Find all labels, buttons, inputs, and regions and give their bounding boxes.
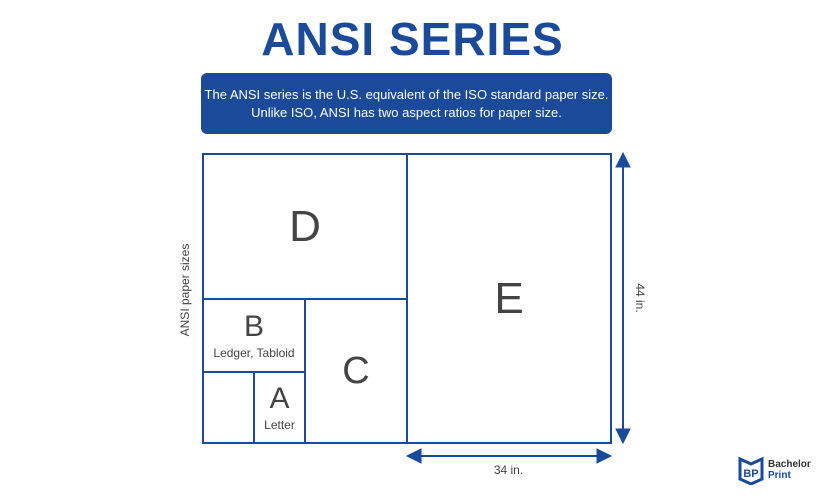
info-line-2: Unlike ISO, ANSI has two aspect ratios f… bbox=[251, 104, 562, 120]
page-title: ANSI SERIES bbox=[261, 13, 564, 65]
size-a: A Letter bbox=[253, 371, 306, 444]
info-banner: The ANSI series is the U.S. equivalent o… bbox=[201, 73, 612, 134]
width-arrow bbox=[405, 448, 613, 464]
size-d-label: D bbox=[289, 201, 321, 251]
size-b-sub: Ledger, Tabloid bbox=[213, 345, 295, 360]
size-b-label: B bbox=[243, 309, 264, 343]
height-arrow bbox=[615, 151, 631, 445]
svg-text:BP: BP bbox=[743, 468, 758, 480]
size-c-label: C bbox=[342, 350, 370, 392]
logo-line-2: Print bbox=[768, 470, 791, 481]
info-line-1: The ANSI series is the U.S. equivalent o… bbox=[204, 86, 609, 102]
size-a-label: A bbox=[269, 381, 290, 415]
logo: BP Bachelor Print bbox=[738, 455, 811, 485]
size-e-label: E bbox=[494, 273, 524, 323]
size-a-sub: Letter bbox=[264, 417, 295, 432]
width-label: 34 in. bbox=[493, 463, 524, 477]
book-logo-icon: BP bbox=[738, 456, 764, 485]
height-label: 44 in. bbox=[633, 283, 647, 313]
logo-line-1: Bachelor bbox=[768, 459, 811, 470]
